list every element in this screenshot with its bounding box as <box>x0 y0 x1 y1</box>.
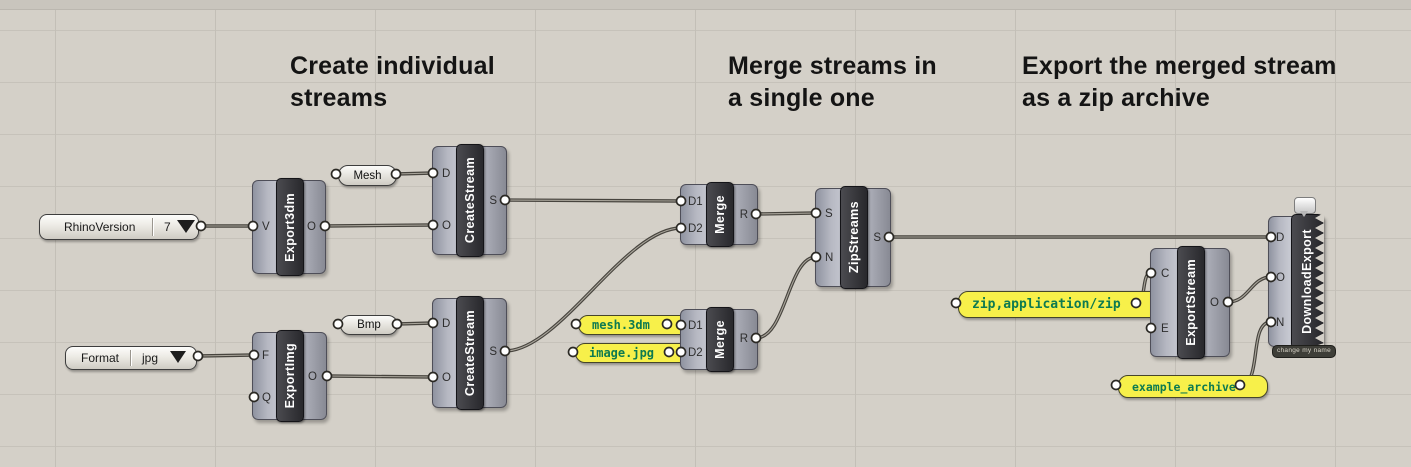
component-title: Export3dm <box>283 192 297 262</box>
input-port-label-v: V <box>262 221 270 233</box>
dropdown-arrow-icon[interactable] <box>170 351 186 363</box>
panel-text: zip,application/zip <box>972 297 1121 312</box>
panel-text: mesh.3dm <box>592 318 650 332</box>
component-zip-streams[interactable]: ZipStreams S N S <box>815 186 891 289</box>
input-port-label-e: E <box>1161 323 1169 335</box>
input-port-label-o: O <box>442 372 451 384</box>
annotation-export-zip: Export the merged stream as a zip archiv… <box>1022 52 1337 112</box>
input-port-label-d: D <box>442 318 451 330</box>
component-nameplate: CreateStream <box>456 144 484 257</box>
component-create-stream-bottom[interactable]: CreateStream D O S <box>432 296 507 410</box>
input-port-label-n: N <box>1276 317 1285 329</box>
component-nameplate: Export3dm <box>276 178 304 276</box>
input-port-label-s: S <box>825 208 833 220</box>
panel-text: example_archive <box>1132 379 1236 394</box>
panel-zip-mime[interactable]: zip,application/zip <box>958 291 1164 318</box>
component-merge-bottom[interactable]: Merge D1 D2 R <box>680 307 758 372</box>
component-title: Merge <box>713 195 727 234</box>
output-port-label-r: R <box>739 209 748 221</box>
input-port-label-d: D <box>442 168 451 180</box>
output-port-label-r: R <box>739 333 748 345</box>
component-name-tag: change my name <box>1272 345 1336 358</box>
dropdown-arrow-icon[interactable] <box>177 220 195 233</box>
component-nameplate: CreateStream <box>456 296 484 410</box>
panel-mesh[interactable]: Mesh <box>338 165 397 186</box>
output-port-label-s: S <box>489 195 497 207</box>
component-export3dm[interactable]: Export3dm V O <box>252 178 326 276</box>
component-export-img[interactable]: ExportImg F Q O <box>252 330 327 422</box>
panel-bmp[interactable]: Bmp <box>340 315 398 335</box>
component-nameplate: Merge <box>706 307 734 372</box>
component-create-stream-top[interactable]: CreateStream D O S <box>432 144 507 257</box>
output-port-label-o: O <box>1210 297 1219 309</box>
input-port-label-n: N <box>825 252 834 264</box>
component-export-stream[interactable]: ExportStream C E O <box>1150 246 1230 359</box>
component-title: ZipStreams <box>847 201 861 274</box>
input-port-label-d: D <box>1276 232 1285 244</box>
slider-label: RhinoVersion <box>64 220 136 234</box>
input-port-label-f: F <box>262 350 270 362</box>
input-port-label-q: Q <box>262 392 271 404</box>
jagged-edge-decoration <box>1315 213 1324 348</box>
component-merge-top[interactable]: Merge D1 D2 R <box>680 182 758 247</box>
component-download-export[interactable]: DownloadExport D O N <box>1268 214 1324 349</box>
input-port-label-d1: D1 <box>688 196 703 208</box>
slider-rhino-version[interactable]: RhinoVersion 7 <box>39 214 199 240</box>
component-nameplate: ExportStream <box>1177 246 1205 359</box>
canvas-top-strip <box>0 0 1411 10</box>
slider-divider <box>130 350 131 366</box>
component-title: CreateStream <box>463 157 477 244</box>
input-port-label-c: C <box>1161 268 1170 280</box>
output-port-label-o: O <box>307 221 316 233</box>
panel-image-jpg[interactable]: image.jpg <box>575 343 697 363</box>
slider-label: Format <box>81 351 120 365</box>
component-title: ExportStream <box>1184 259 1198 346</box>
component-nameplate: ZipStreams <box>840 186 868 289</box>
slider-value: 7 <box>164 220 171 234</box>
input-port-label-d2: D2 <box>688 223 703 235</box>
panel-text: Bmp <box>357 319 381 331</box>
output-port-label-s: S <box>873 232 881 244</box>
input-port-label-o: O <box>442 220 451 232</box>
component-title: Merge <box>713 320 727 359</box>
panel-mesh-3dm[interactable]: mesh.3dm <box>578 315 695 335</box>
annotation-merge-streams: Merge streams in a single one <box>728 52 937 112</box>
component-nameplate: Merge <box>706 182 734 247</box>
component-title: ExportImg <box>283 343 297 409</box>
input-port-label-o: O <box>1276 272 1285 284</box>
panel-text: image.jpg <box>589 346 655 360</box>
component-title: CreateStream <box>463 309 477 397</box>
slider-format[interactable]: Format jpg <box>65 346 197 370</box>
output-port-label-o: O <box>308 371 317 383</box>
input-port-label-d2: D2 <box>688 347 703 359</box>
component-nameplate: DownloadExport <box>1291 214 1323 349</box>
input-port-label-d1: D1 <box>688 320 703 332</box>
output-port-label-s: S <box>489 346 497 358</box>
panel-text: Mesh <box>353 169 382 182</box>
component-nameplate: ExportImg <box>276 330 304 422</box>
slider-divider <box>152 218 153 236</box>
panel-example-archive[interactable]: example_archive <box>1118 375 1268 398</box>
annotation-create-streams: Create individual streams <box>290 52 495 112</box>
message-balloon-icon[interactable] <box>1294 197 1316 217</box>
slider-value: jpg <box>142 351 159 365</box>
